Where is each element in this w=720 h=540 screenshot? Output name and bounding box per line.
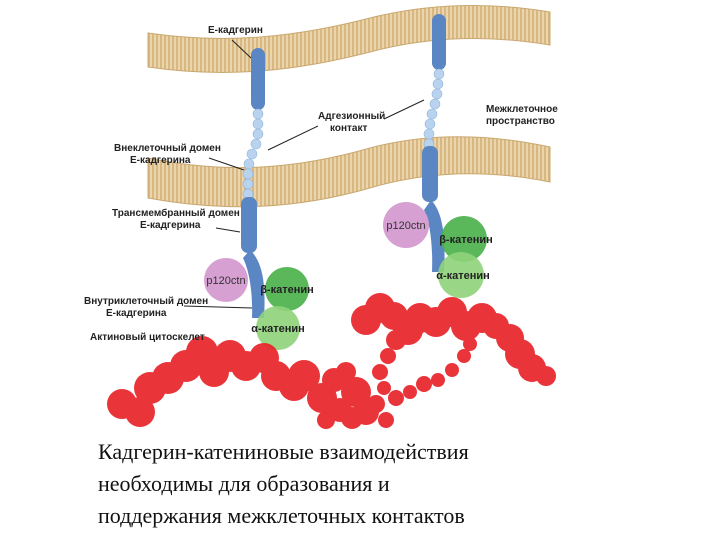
label-extracellular-domain-2: Е-кадгерина [130,155,191,166]
label-actin-cytoskeleton: Актиновый цитоскелет [90,332,205,343]
beta-catenin-right [441,216,487,262]
label-adhesion-contact-1: Адгезионный [318,111,385,122]
caption-line-1: Кадгерин-катениновые взаимодействия [98,439,469,464]
alpha-catenin-right-label: α-катенин [436,270,490,282]
extracellular-beads-left [242,108,264,200]
beta-catenin-left-label: β-катенин [260,284,314,296]
e-cadherin-right [422,14,446,272]
label-transmembrane-domain-1: Трансмембранный домен [112,207,240,219]
label-adhesion-contact-2: контакт [330,123,367,134]
label-e-cadherin: Е-кадгерин [208,25,263,36]
extracellular-beads-right [423,68,445,150]
upper-membrane [147,4,551,73]
label-intercellular-space-2: пространство [486,116,555,127]
caption: Кадгерин-катениновые взаимодействия необ… [98,436,698,532]
label-intercellular-space-1: Межклеточное [486,104,558,115]
p120-right-label: p120ctn [386,220,425,232]
label-intracellular-domain-2: Е-кадгерина [106,308,167,319]
e-cadherin-left [241,48,265,318]
p120-left [204,258,248,302]
caption-line-3: поддержания межклеточных контактов [98,503,465,528]
p120-right [383,202,429,248]
alpha-catenin-left-label: α-катенин [251,323,305,335]
alpha-catenin-right [438,252,484,298]
beta-catenin-right-label: β-катенин [439,234,493,246]
caption-line-2: необходимы для образования и [98,471,390,496]
p120-left-label: p120ctn [206,275,245,287]
label-intracellular-domain-1: Внутриклеточный домен [84,296,208,307]
cadherin-catenin-diagram: p120ctn β-катенин α-катенин p120ctn β-ка… [84,4,558,429]
beta-catenin-left [265,267,309,311]
alpha-catenin-left [256,306,300,350]
actin-filament [107,293,556,429]
pointer-arrows [183,39,425,309]
label-transmembrane-domain-2: Е-кадгерина [140,220,201,231]
label-extracellular-domain-1: Внеклеточный домен [114,143,221,154]
